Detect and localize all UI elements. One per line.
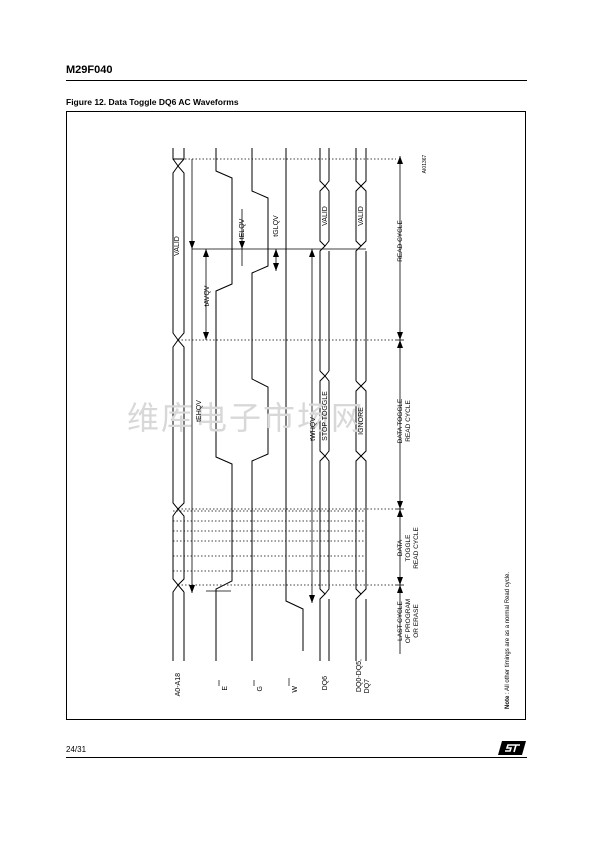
- figure-note: Note : All other timings are as a normal…: [505, 572, 511, 709]
- overbars: [218, 678, 290, 686]
- label-data-1: DATA: [397, 539, 404, 556]
- figure-id-code: AI01367: [422, 154, 428, 173]
- label-data-toggle-1: DATA TOGGLE: [397, 398, 404, 443]
- figure-frame: [66, 111, 526, 720]
- signal-label-dq-2: DQ7: [364, 679, 371, 694]
- label-last-cycle-1: LAST CYCLE: [397, 601, 404, 641]
- label-twhqv: tWHQV: [310, 417, 317, 441]
- label-tehqv: tEHQV: [196, 400, 203, 422]
- dq-waveform: [355, 148, 367, 661]
- label-last-cycle-2: OF PROGRAM: [405, 599, 412, 643]
- label-data-toggle-2: READ CYCLE: [405, 400, 412, 442]
- label-tglqv: tGLQV: [273, 215, 280, 237]
- time-reference-lines: [173, 158, 396, 586]
- label-data-2: TOGGLE: [405, 534, 412, 562]
- figure-title: Figure 12. Data Toggle DQ6 AC Waveforms: [66, 97, 239, 107]
- signal-label-addr: A0-A18: [175, 673, 182, 696]
- label-valid-addr: VALID: [174, 236, 181, 256]
- footer-rule: [66, 757, 527, 758]
- signal-label-w: W: [292, 686, 299, 693]
- label-last-cycle-3: OR ERASE: [413, 604, 420, 638]
- header-rule: [66, 80, 527, 81]
- watermark: 维库电子市场网: [127, 400, 365, 436]
- signal-label-e: E: [222, 686, 229, 691]
- w-waveform: [285, 148, 304, 651]
- g-waveform: [251, 148, 269, 661]
- signal-label-dq-1: DQ0-DQ5,: [356, 659, 363, 692]
- signal-label-g: G: [257, 686, 264, 691]
- label-valid-dq: VALID: [358, 206, 365, 226]
- document-header: M29F040: [66, 64, 113, 76]
- label-valid-dq6: VALID: [322, 206, 329, 226]
- note-label: Note: [505, 695, 511, 709]
- label-tavqv: tAVQV: [204, 285, 211, 306]
- timing-diagram: 维库电子市场网 VALID tEHQV tAVQV tELQV tGLQV tW…: [127, 148, 511, 709]
- signal-label-dq6: DQ6: [322, 676, 329, 691]
- label-data-3: READ CYCLE: [413, 527, 420, 569]
- page-number: 24/31: [66, 745, 87, 754]
- dq6-waveform: [319, 148, 330, 661]
- label-read-cycle: READ CYCLE: [397, 220, 404, 262]
- arrow-heads: [189, 241, 315, 603]
- note-text: : All other timings are as a normal Read…: [505, 572, 511, 696]
- label-telqv: tELQV: [239, 218, 246, 239]
- label-ignore: IGNORE: [358, 407, 365, 435]
- st-logo: [498, 741, 526, 755]
- label-stop-toggle: STOP TOGGLE: [322, 391, 329, 441]
